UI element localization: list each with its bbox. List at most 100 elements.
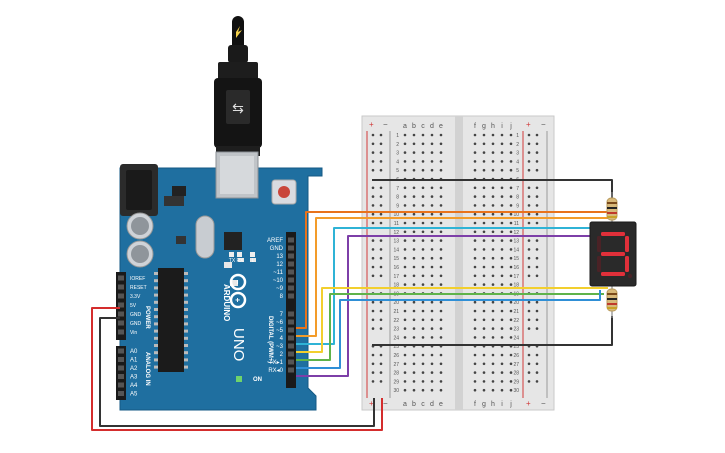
breadboard-hole[interactable] <box>439 300 443 304</box>
breadboard-hole[interactable] <box>491 221 495 225</box>
breadboard-hole[interactable] <box>439 186 443 190</box>
breadboard-hole[interactable] <box>473 239 477 242</box>
breadboard-hole[interactable] <box>500 239 504 242</box>
breadboard-hole[interactable] <box>473 371 477 374</box>
breadboard-hole[interactable] <box>482 212 486 216</box>
breadboard-hole[interactable] <box>509 274 513 278</box>
digital-pin[interactable] <box>288 351 294 357</box>
rail-hole[interactable] <box>527 371 531 374</box>
breadboard-hole[interactable] <box>412 388 416 392</box>
breadboard-hole[interactable] <box>421 309 425 313</box>
breadboard-hole[interactable] <box>421 168 425 172</box>
rail-hole[interactable] <box>527 221 531 225</box>
breadboard-hole[interactable] <box>421 371 425 374</box>
breadboard-hole[interactable] <box>403 371 407 374</box>
breadboard-hole[interactable] <box>491 133 495 137</box>
breadboard-hole[interactable] <box>412 168 416 172</box>
breadboard-hole[interactable] <box>473 133 477 137</box>
analog-header[interactable] <box>116 346 126 400</box>
breadboard-hole[interactable] <box>412 362 416 366</box>
breadboard-hole[interactable] <box>403 274 407 278</box>
rail-hole[interactable] <box>535 380 539 383</box>
breadboard-hole[interactable] <box>500 133 504 137</box>
digital-pin[interactable] <box>288 359 294 365</box>
breadboard-hole[interactable] <box>412 300 416 304</box>
rail-hole[interactable] <box>371 353 375 357</box>
rail-hole[interactable] <box>379 133 383 137</box>
breadboard-hole[interactable] <box>500 309 504 313</box>
digital-pin[interactable] <box>288 311 294 317</box>
rail-hole[interactable] <box>379 212 383 216</box>
breadboard-hole[interactable] <box>509 239 513 242</box>
breadboard-hole[interactable] <box>439 265 443 269</box>
breadboard-hole[interactable] <box>430 380 434 383</box>
rail-hole[interactable] <box>371 151 375 154</box>
breadboard-hole[interactable] <box>482 309 486 313</box>
rail-hole[interactable] <box>371 318 375 322</box>
breadboard-hole[interactable] <box>509 195 513 198</box>
rail-hole[interactable] <box>379 221 383 225</box>
rail-hole[interactable] <box>535 212 539 216</box>
analog-pin[interactable] <box>118 374 124 379</box>
rail-hole[interactable] <box>371 380 375 383</box>
rail-hole[interactable] <box>371 212 375 216</box>
breadboard-hole[interactable] <box>439 353 443 357</box>
breadboard-hole[interactable] <box>412 274 416 278</box>
rail-hole[interactable] <box>379 256 383 260</box>
power-pin[interactable] <box>118 320 124 326</box>
breadboard-hole[interactable] <box>403 256 407 260</box>
power-pin[interactable] <box>118 275 124 281</box>
breadboard-hole[interactable] <box>439 309 443 313</box>
wire-green[interactable] <box>296 293 604 361</box>
breadboard-hole[interactable] <box>430 133 434 137</box>
rail-hole[interactable] <box>379 265 383 269</box>
breadboard-hole[interactable] <box>491 380 495 383</box>
breadboard-hole[interactable] <box>421 265 425 269</box>
breadboard-hole[interactable] <box>430 274 434 278</box>
digital-pin[interactable] <box>288 253 294 259</box>
rail-hole[interactable] <box>535 362 539 366</box>
rail-hole[interactable] <box>371 239 375 242</box>
breadboard-hole[interactable] <box>412 380 416 383</box>
rail-hole[interactable] <box>527 300 531 304</box>
breadboard-hole[interactable] <box>430 388 434 392</box>
breadboard-hole[interactable] <box>473 300 477 304</box>
breadboard-hole[interactable] <box>430 195 434 198</box>
breadboard-hole[interactable] <box>500 388 504 392</box>
breadboard-hole[interactable] <box>473 309 477 313</box>
breadboard-hole[interactable] <box>403 239 407 242</box>
breadboard-hole[interactable] <box>421 239 425 242</box>
breadboard-hole[interactable] <box>482 133 486 137</box>
breadboard-hole[interactable] <box>509 256 513 260</box>
breadboard-hole[interactable] <box>439 256 443 260</box>
rail-hole[interactable] <box>379 160 383 163</box>
breadboard-hole[interactable] <box>473 265 477 269</box>
rail-hole[interactable] <box>535 195 539 198</box>
breadboard-hole[interactable] <box>412 371 416 374</box>
breadboard-hole[interactable] <box>491 142 495 146</box>
breadboard-hole[interactable] <box>491 265 495 269</box>
breadboard-hole[interactable] <box>509 336 513 339</box>
breadboard-hole[interactable] <box>491 388 495 392</box>
rail-hole[interactable] <box>379 327 383 330</box>
breadboard-hole[interactable] <box>403 160 407 163</box>
breadboard-hole[interactable] <box>412 221 416 225</box>
breadboard-hole[interactable] <box>500 186 504 190</box>
rail-hole[interactable] <box>527 151 531 154</box>
breadboard-hole[interactable] <box>421 353 425 357</box>
rail-hole[interactable] <box>379 300 383 304</box>
breadboard-hole[interactable] <box>403 133 407 137</box>
breadboard-hole[interactable] <box>412 318 416 322</box>
breadboard-hole[interactable] <box>421 274 425 278</box>
rail-hole[interactable] <box>379 380 383 383</box>
digital-pin[interactable] <box>288 245 294 251</box>
rail-hole[interactable] <box>371 186 375 190</box>
breadboard-hole[interactable] <box>412 327 416 330</box>
breadboard-hole[interactable] <box>439 274 443 278</box>
breadboard-hole[interactable] <box>439 380 443 383</box>
breadboard-hole[interactable] <box>473 195 477 198</box>
breadboard-hole[interactable] <box>500 256 504 260</box>
breadboard-hole[interactable] <box>473 204 477 207</box>
breadboard-hole[interactable] <box>430 336 434 339</box>
